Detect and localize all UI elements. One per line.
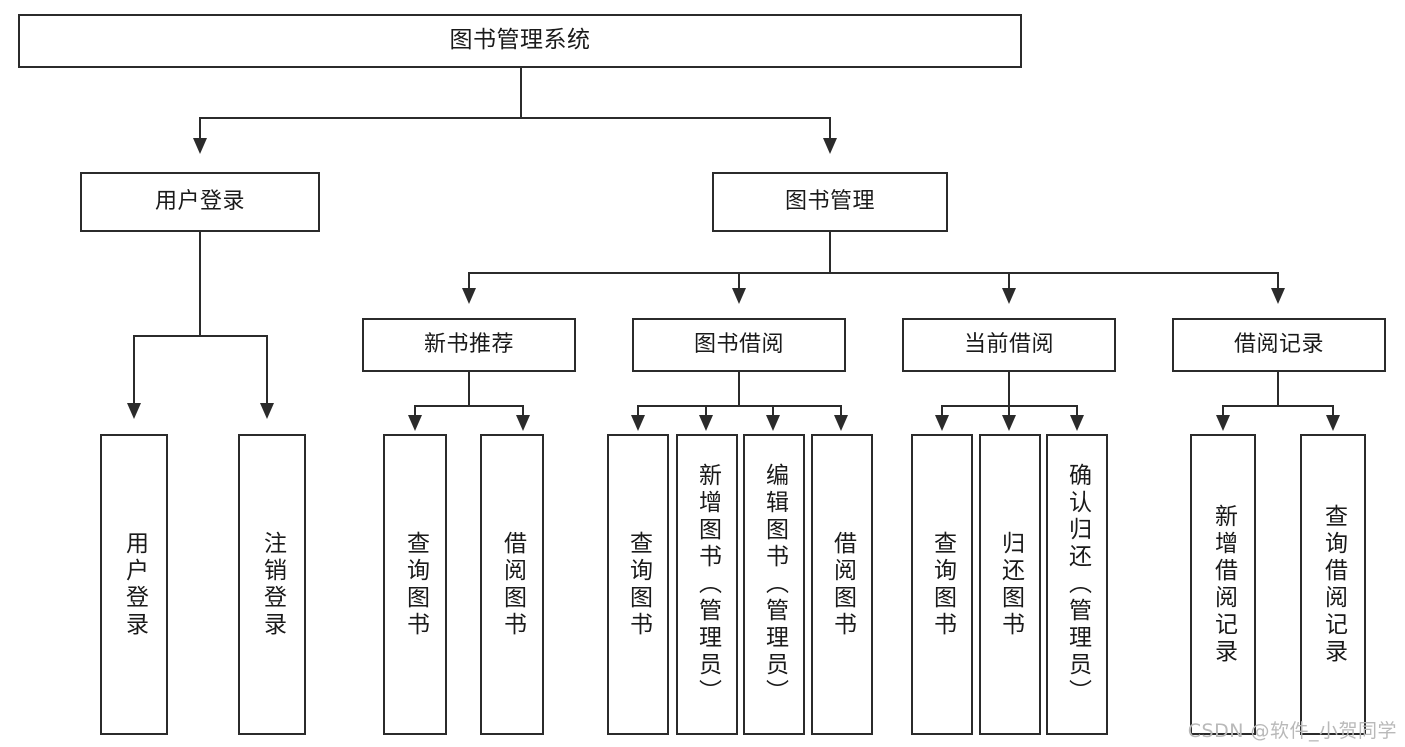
leaf-bb-add-book-admin[interactable]: 新增图书（管理员） — [676, 434, 738, 735]
leaf-cb-confirm-return-admin[interactable]: 确认归还（管理员） — [1046, 434, 1108, 735]
leaf-label: 归还图书 — [997, 530, 1024, 639]
leaf-label: 编辑图书（管理员） — [761, 463, 788, 706]
leaf-label: 查询图书 — [625, 530, 652, 639]
leaf-label: 查询借阅记录 — [1320, 503, 1347, 666]
node-label: 当前借阅 — [963, 332, 1054, 358]
connector-br-to-leaf-1 — [1222, 405, 1224, 417]
node-label: 图书管理 — [784, 189, 875, 215]
connector-root-stem — [520, 68, 522, 117]
connector-bb-stem — [738, 372, 740, 406]
arrow-user-login-to-leaf-1 — [127, 403, 141, 419]
connector-bb-to-leaf-3 — [772, 405, 774, 417]
connector-user-login-stem — [199, 232, 201, 335]
arrow-bb-to-leaf-3 — [766, 415, 780, 431]
connector-user-login-to-leaf-1 — [133, 335, 135, 405]
node-label: 图书借阅 — [693, 332, 784, 358]
arrow-bm-to-book-borrow — [732, 288, 746, 304]
leaf-label: 用户登录 — [121, 530, 148, 639]
connector-br-to-leaf-2 — [1332, 405, 1334, 417]
connector-root-splitter — [199, 117, 831, 119]
leaf-nbr-borrow-book[interactable]: 借阅图书 — [480, 434, 544, 735]
arrow-bm-to-new-book — [462, 288, 476, 304]
arrow-cb-to-leaf-1 — [935, 415, 949, 431]
node-label: 借阅记录 — [1233, 332, 1324, 358]
leaf-nbr-query-book[interactable]: 查询图书 — [383, 434, 447, 735]
leaf-br-query-record[interactable]: 查询借阅记录 — [1300, 434, 1366, 735]
leaf-user-login-logout[interactable]: 注销登录 — [238, 434, 306, 735]
arrow-bb-to-leaf-1 — [631, 415, 645, 431]
leaf-user-login-login[interactable]: 用户登录 — [100, 434, 168, 735]
node-label: 用户登录 — [154, 189, 245, 215]
arrow-user-login-to-leaf-2 — [260, 403, 274, 419]
arrow-br-to-leaf-2 — [1326, 415, 1340, 431]
arrow-bm-to-current-borrow — [1002, 288, 1016, 304]
connector-nbr-to-leaf-1 — [414, 405, 416, 417]
node-current-borrow[interactable]: 当前借阅 — [902, 318, 1116, 372]
arrow-br-to-leaf-1 — [1216, 415, 1230, 431]
connector-root-to-book-management — [829, 117, 831, 140]
arrow-nbr-to-leaf-1 — [408, 415, 422, 431]
leaf-bb-query-book[interactable]: 查询图书 — [607, 434, 669, 735]
leaf-label: 借阅图书 — [499, 530, 526, 639]
leaf-label: 借阅图书 — [829, 530, 856, 639]
node-label: 新书推荐 — [423, 332, 514, 358]
node-user-login[interactable]: 用户登录 — [80, 172, 320, 232]
connector-bm-to-book-borrow — [738, 272, 740, 290]
node-label: 图书管理系统 — [449, 27, 591, 54]
arrow-root-to-book-management — [823, 138, 837, 154]
connector-book-management-stem — [829, 232, 831, 273]
connector-bm-to-current-borrow — [1008, 272, 1010, 290]
leaf-bb-edit-book-admin[interactable]: 编辑图书（管理员） — [743, 434, 805, 735]
connector-book-management-splitter — [468, 272, 1278, 274]
connector-cb-stem — [1008, 372, 1010, 406]
connector-bb-splitter — [637, 405, 841, 407]
arrow-cb-to-leaf-3 — [1070, 415, 1084, 431]
leaf-bb-borrow-book[interactable]: 借阅图书 — [811, 434, 873, 735]
connector-bb-to-leaf-1 — [637, 405, 639, 417]
leaf-cb-query-book[interactable]: 查询图书 — [911, 434, 973, 735]
connector-bb-to-leaf-2 — [705, 405, 707, 417]
arrow-cb-to-leaf-2 — [1002, 415, 1016, 431]
connector-cb-to-leaf-3 — [1076, 405, 1078, 417]
connector-bm-to-new-book — [468, 272, 470, 290]
node-book-management[interactable]: 图书管理 — [712, 172, 948, 232]
node-new-book-recommend[interactable]: 新书推荐 — [362, 318, 576, 372]
connector-nbr-splitter — [414, 405, 524, 407]
leaf-label: 注销登录 — [259, 530, 286, 639]
connector-root-to-user-login — [199, 117, 201, 140]
connector-bb-to-leaf-4 — [840, 405, 842, 417]
arrow-bb-to-leaf-2 — [699, 415, 713, 431]
arrow-root-to-user-login — [193, 138, 207, 154]
connector-cb-to-leaf-1 — [941, 405, 943, 417]
leaf-br-add-record[interactable]: 新增借阅记录 — [1190, 434, 1256, 735]
connector-br-stem — [1277, 372, 1279, 406]
arrow-bb-to-leaf-4 — [834, 415, 848, 431]
node-borrow-record[interactable]: 借阅记录 — [1172, 318, 1386, 372]
connector-nbr-to-leaf-2 — [522, 405, 524, 417]
connector-cb-to-leaf-2 — [1008, 405, 1010, 417]
leaf-label: 查询图书 — [402, 530, 429, 639]
connector-user-login-to-leaf-2 — [266, 335, 268, 405]
connector-user-login-splitter — [133, 335, 267, 337]
leaf-cb-return-book[interactable]: 归还图书 — [979, 434, 1041, 735]
arrow-bm-to-borrow-record — [1271, 288, 1285, 304]
node-root-book-management-system[interactable]: 图书管理系统 — [18, 14, 1022, 68]
node-book-borrow[interactable]: 图书借阅 — [632, 318, 846, 372]
connector-bm-to-borrow-record — [1277, 272, 1279, 290]
arrow-nbr-to-leaf-2 — [516, 415, 530, 431]
connector-nbr-stem — [468, 372, 470, 406]
leaf-label: 查询图书 — [929, 530, 956, 639]
leaf-label: 确认归还（管理员） — [1064, 463, 1091, 706]
leaf-label: 新增图书（管理员） — [694, 463, 721, 706]
leaf-label: 新增借阅记录 — [1210, 503, 1237, 666]
connector-br-splitter — [1222, 405, 1333, 407]
